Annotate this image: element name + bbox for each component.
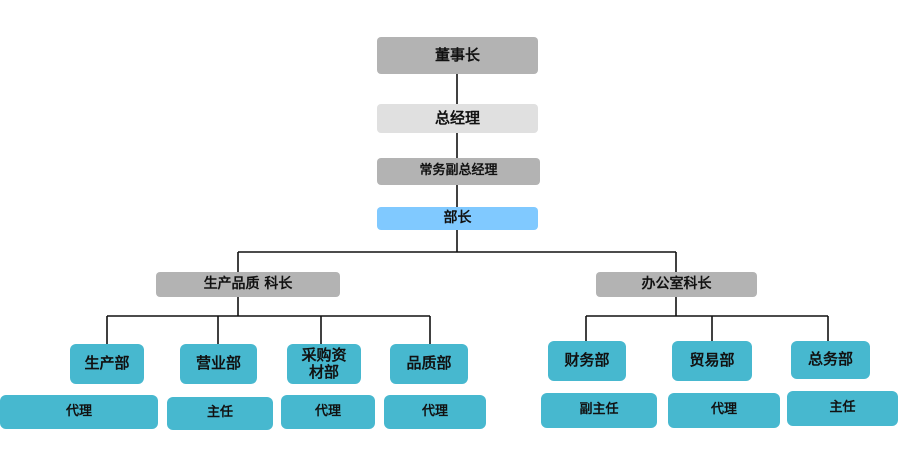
- dept-trade: 贸易部: [672, 341, 752, 381]
- role-general-affairs: 主任: [787, 391, 898, 426]
- dept-quality: 品质部: [390, 344, 468, 384]
- production-quality-head: 生产品质 科长: [156, 272, 340, 297]
- minister-box: 部长: [377, 207, 538, 230]
- general-manager-box: 总经理: [377, 104, 538, 133]
- role-purchasing: 代理: [281, 395, 375, 429]
- role-trade: 代理: [668, 393, 780, 428]
- dept-general-affairs: 总务部: [791, 341, 870, 379]
- dept-purchasing: 采购资材部: [287, 344, 361, 384]
- role-production: 代理: [0, 395, 158, 429]
- chairman-box: 董事长: [377, 37, 538, 74]
- dept-production: 生产部: [70, 344, 144, 384]
- role-finance: 副主任: [541, 393, 657, 428]
- dept-finance: 财务部: [548, 341, 626, 381]
- executive-vp-box: 常务副总经理: [377, 158, 540, 185]
- dept-sales: 营业部: [180, 344, 257, 384]
- office-head: 办公室科长: [596, 272, 757, 297]
- role-sales: 主任: [167, 397, 273, 430]
- role-quality: 代理: [384, 395, 486, 429]
